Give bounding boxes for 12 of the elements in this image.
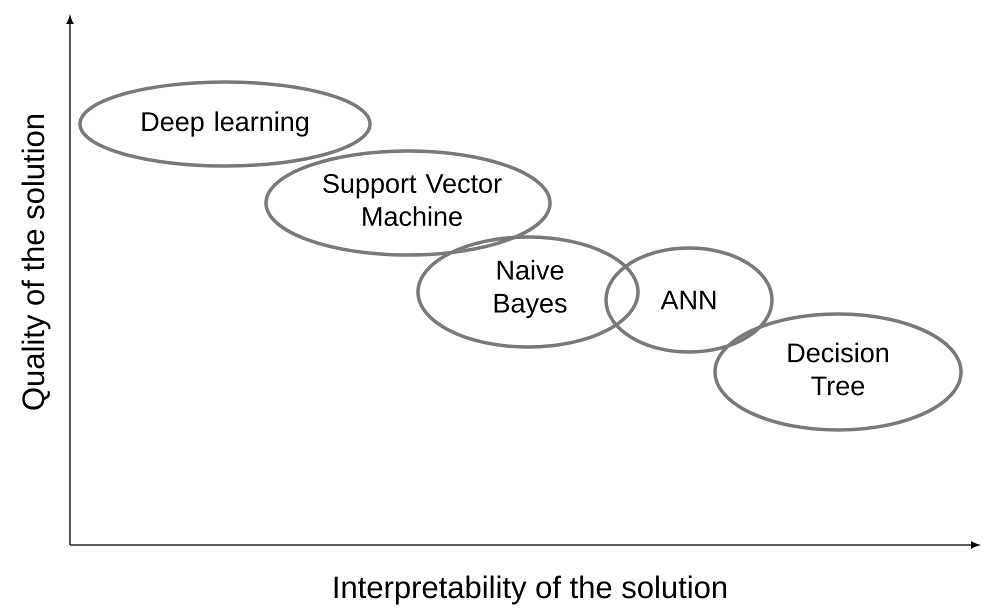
ellipse [416,235,640,349]
axis-title: Interpretability of the solution [334,576,726,604]
ellipse-label: ANN [660,290,716,310]
ellipse-label: Naive Bayes [494,260,567,318]
ellipse [264,149,552,257]
ellipse-label: Decision Tree [788,342,888,396]
ellipse [78,80,372,168]
axis-title: Quality of the solution [22,115,50,410]
ellipse [713,312,963,432]
ellipse-label: Support Vector Machine [323,174,502,226]
ellipse [604,246,774,354]
ellipse-label: Deep learning [142,111,308,137]
